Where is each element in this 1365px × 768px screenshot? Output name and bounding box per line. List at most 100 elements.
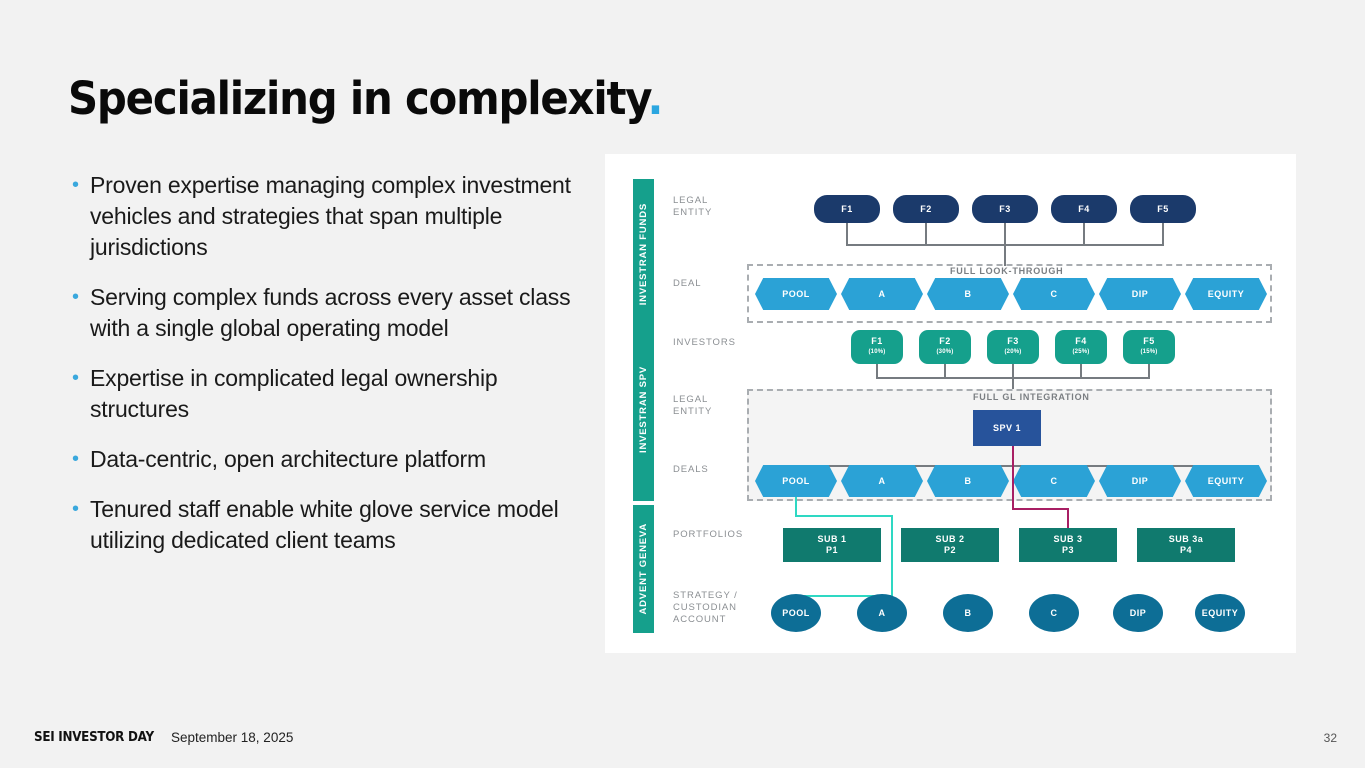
account-node-dip[interactable]: DIP [1113,594,1163,632]
lane-tab-investran-funds: INVESTRAN FUNDS [633,179,654,329]
deals-node-a[interactable]: A [841,465,923,497]
investor-node-f1[interactable]: F1 (10%) [851,330,903,364]
account-node-pool[interactable]: POOL [771,594,821,632]
deal-node-equity[interactable]: EQUITY [1185,278,1267,310]
portfolio-line2: P1 [825,545,838,555]
investor-node-f5[interactable]: F5 (15%) [1123,330,1175,364]
portfolio-line2: P4 [1179,545,1192,555]
row-label-deals: DEALS [673,464,709,475]
row-label-deal: DEAL [673,278,702,289]
region-full-look-through [747,264,1272,323]
footer-date: September 18, 2025 [171,730,294,745]
account-node-equity[interactable]: EQUITY [1195,594,1245,632]
connector-f5-down [1162,223,1164,245]
connector-cyan-across-bottom [795,595,893,597]
connector-f4-down [1083,223,1085,245]
structure-diagram: INVESTRAN FUNDS INVESTRAN SPV ADVENT GEN… [605,154,1296,653]
investor-pct: (25%) [1072,349,1090,355]
page-title-text: Specializing in complexity [68,72,649,125]
deal-node-a[interactable]: A [841,278,923,310]
account-node-c[interactable]: C [1029,594,1079,632]
deal-node-b[interactable]: B [927,278,1009,310]
list-item: • Serving complex funds across every ass… [68,282,588,344]
connector-inv-f1-down [876,364,878,378]
connector-investors-bus [876,377,1150,379]
portfolio-line2: P2 [943,545,956,555]
region-label-full-look-through: FULL LOOK-THROUGH [945,266,1069,276]
portfolio-line2: P3 [1061,545,1074,555]
investor-node-f3[interactable]: F3 (20%) [987,330,1039,364]
account-node-b[interactable]: B [943,594,993,632]
deal-node-pool[interactable]: POOL [755,278,837,310]
fund-node-f5[interactable]: F5 [1130,195,1196,223]
deals-node-dip[interactable]: DIP [1099,465,1181,497]
bullet-list: • Proven expertise managing complex inve… [68,170,588,575]
investor-pct: (20%) [1004,349,1022,355]
list-item: • Proven expertise managing complex inve… [68,170,588,263]
bullet-text: Expertise in complicated legal ownership… [90,365,498,422]
spv-node[interactable]: SPV 1 [973,410,1041,446]
deal-node-dip[interactable]: DIP [1099,278,1181,310]
bullet-text: Serving complex funds across every asset… [90,284,571,341]
fund-node-f3[interactable]: F3 [972,195,1038,223]
connector-f1-down [846,223,848,245]
row-label-legal-entity-funds: LEGAL ENTITY [673,195,713,218]
connector-inv-f5-down [1148,364,1150,378]
bullet-dot-icon: • [72,498,80,520]
portfolio-line1: SUB 3 [1053,534,1083,544]
connector-cyan-from-pool [795,497,797,517]
bullet-text: Proven expertise managing complex invest… [90,172,571,260]
fund-node-f4[interactable]: F4 [1051,195,1117,223]
lane-tab-investran-spv: INVESTRAN SPV [633,317,654,501]
investor-label: F5 [1143,336,1155,346]
deals-node-equity[interactable]: EQUITY [1185,465,1267,497]
connector-inv-f2-down [944,364,946,378]
investor-pct: (10%) [868,349,886,355]
deals-node-c[interactable]: C [1013,465,1095,497]
list-item: • Data-centric, open architecture platfo… [68,444,588,475]
row-label-investors: INVESTORS [673,337,736,348]
bullet-text: Data-centric, open architecture platform [90,446,486,472]
footer-page-number: 32 [1323,731,1337,745]
connector-magenta-horizontal [1012,508,1069,510]
deal-node-c[interactable]: C [1013,278,1095,310]
fund-node-f2[interactable]: F2 [893,195,959,223]
bullet-dot-icon: • [72,448,80,470]
connector-magenta-vertical [1012,446,1014,510]
connector-cyan-across-top [795,515,893,517]
list-item: • Expertise in complicated legal ownersh… [68,363,588,425]
page-title: Specializing in complexity. [68,72,664,125]
row-label-legal-entity-spv: LEGAL ENTITY [673,394,713,417]
connector-inv-f4-down [1080,364,1082,378]
bullet-dot-icon: • [72,174,80,196]
investor-label: F2 [939,336,951,346]
row-label-portfolios: PORTFOLIOS [673,529,744,540]
account-node-a[interactable]: A [857,594,907,632]
title-accent-dot: . [647,72,664,125]
connector-magenta-to-sub3 [1067,508,1069,528]
list-item: • Tenured staff enable white glove servi… [68,494,588,556]
fund-node-f1[interactable]: F1 [814,195,880,223]
footer-brand: SEI INVESTOR DAY [34,730,154,745]
bullet-dot-icon: • [72,367,80,389]
portfolio-line1: SUB 3a [1168,534,1204,544]
investor-pct: (15%) [1140,349,1158,355]
investor-pct: (30%) [936,349,954,355]
bullet-dot-icon: • [72,286,80,308]
portfolio-line1: SUB 1 [817,534,847,544]
connector-f3-down [1004,223,1006,272]
investor-label: F4 [1075,336,1087,346]
connector-f2-down [925,223,927,245]
investor-label: F3 [1007,336,1019,346]
investor-node-f2[interactable]: F2 (30%) [919,330,971,364]
region-label-full-gl-integration: FULL GL INTEGRATION [973,392,1090,402]
deals-node-b[interactable]: B [927,465,1009,497]
investor-node-f4[interactable]: F4 (25%) [1055,330,1107,364]
investor-label: F1 [871,336,883,346]
connector-cyan-down-right [891,515,893,597]
deals-node-pool[interactable]: POOL [755,465,837,497]
